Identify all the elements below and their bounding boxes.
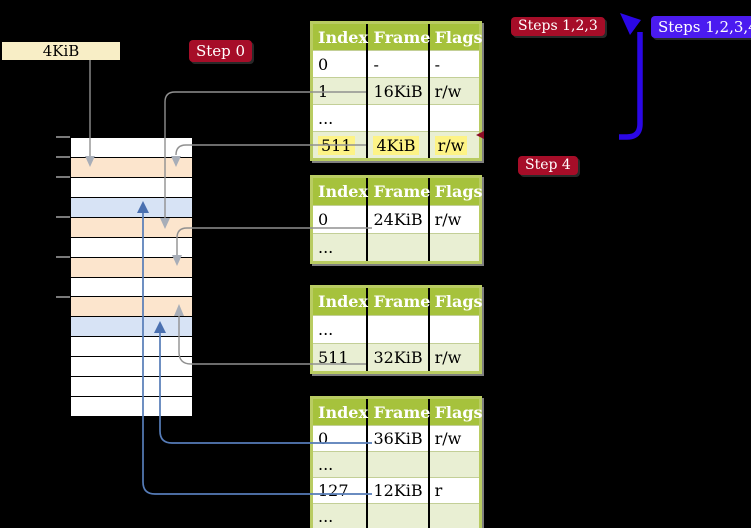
- memory-frame-row: [71, 138, 192, 158]
- table-cell: [367, 315, 430, 344]
- col-header-frame: Frame: [367, 176, 430, 206]
- table-cell: [428, 104, 481, 132]
- table-row: ...: [311, 233, 481, 263]
- table-cell: r: [428, 477, 481, 504]
- badge-step-0: Step 0: [189, 40, 253, 62]
- memory-frame-row: [71, 158, 192, 178]
- physical-memory-strip: [70, 137, 193, 418]
- col-header-flags: Flags: [428, 22, 483, 51]
- memory-frame-row: [71, 317, 192, 337]
- memory-frame-row: [71, 278, 192, 297]
- col-header-frame: Frame: [367, 286, 430, 316]
- recursive-loop-arrow: [619, 32, 643, 140]
- table-cell: 511: [311, 343, 369, 373]
- table-cell: 0: [311, 205, 369, 234]
- col-header-index: Index: [311, 286, 369, 316]
- table-row: 0 - -: [311, 50, 481, 78]
- col-header-flags: Flags: [428, 286, 483, 316]
- table-header-row: Index Frame Flags: [311, 22, 483, 51]
- table-cell: r/w: [428, 131, 481, 160]
- table-cell: r/w: [428, 205, 481, 234]
- page-table-level4: Index Frame Flags 0 - - 1 16KiB r/w ... …: [310, 21, 483, 161]
- memory-frame-row: [71, 337, 192, 357]
- table-row: 127 12KiB r: [311, 477, 481, 504]
- badge-steps-1234: Steps 1,2,3,4: [651, 16, 751, 38]
- table-cell: r/w: [428, 425, 481, 452]
- table-row: ...: [311, 104, 481, 132]
- table-cell: 0: [311, 50, 369, 78]
- table-cell: -: [428, 50, 481, 78]
- memory-frame-row: [71, 238, 192, 258]
- table-cell: ...: [311, 503, 369, 528]
- col-header-index: Index: [311, 397, 369, 426]
- table-cell: ...: [311, 233, 369, 263]
- table-cell: 24KiB: [367, 205, 430, 234]
- col-header-flags: Flags: [428, 176, 483, 206]
- table-cell: 16KiB: [367, 77, 430, 105]
- table-cell: [367, 451, 430, 478]
- col-header-frame: Frame: [367, 397, 430, 426]
- table-cell: ...: [311, 451, 369, 478]
- table-header-row: Index Frame Flags: [311, 176, 483, 206]
- table-cell: [428, 233, 481, 263]
- table-cell: 1: [311, 77, 369, 105]
- page-table-level3: Index Frame Flags 0 24KiB r/w ...: [310, 175, 483, 264]
- table-cell: -: [367, 50, 430, 78]
- table-cell: 32KiB: [367, 343, 430, 373]
- memory-frame-row: [71, 397, 192, 417]
- highlighted-value: 4KiB: [373, 135, 419, 155]
- table-row: 0 36KiB r/w: [311, 425, 481, 452]
- memory-frame-row: [71, 178, 192, 198]
- table-cell: 4KiB: [367, 131, 430, 160]
- recursive-loop-arrowhead-icon: [620, 13, 641, 35]
- table-cell: 0: [311, 425, 369, 452]
- table-cell: r/w: [428, 77, 481, 105]
- table-row: 0 24KiB r/w: [311, 205, 481, 234]
- highlighted-value: 511: [318, 135, 355, 155]
- page-table-level2: Index Frame Flags ... 511 32KiB r/w: [310, 285, 483, 374]
- col-header-index: Index: [311, 22, 369, 51]
- table-cell: 511: [311, 131, 369, 160]
- table-header-row: Index Frame Flags: [311, 397, 483, 426]
- table-row: 511 32KiB r/w: [311, 343, 481, 373]
- highlighted-value: r/w: [434, 135, 468, 155]
- memory-frame-row: [71, 218, 192, 238]
- frame-size-label: 4KiB: [2, 42, 120, 60]
- table-row: 1 16KiB r/w: [311, 77, 481, 105]
- col-header-index: Index: [311, 176, 369, 206]
- table-cell: [367, 233, 430, 263]
- table-header-row: Index Frame Flags: [311, 286, 483, 316]
- memory-frame-row: [71, 297, 192, 317]
- table-cell: 36KiB: [367, 425, 430, 452]
- table-row-recursive-entry: 511 4KiB r/w: [311, 131, 481, 160]
- col-header-flags: Flags: [428, 397, 483, 426]
- table-cell: [367, 503, 430, 528]
- table-cell: 12KiB: [367, 477, 430, 504]
- table-cell: [428, 451, 481, 478]
- table-cell: r/w: [428, 343, 481, 373]
- memory-frame-row: [71, 198, 192, 218]
- badge-step-4: Step 4: [518, 156, 578, 175]
- table-cell: ...: [311, 315, 369, 344]
- table-cell: [428, 315, 481, 344]
- memory-frame-row: [71, 377, 192, 397]
- memory-address-ticks: [56, 136, 70, 298]
- memory-frame-row: [71, 258, 192, 278]
- table-cell: [428, 503, 481, 528]
- col-header-frame: Frame: [367, 22, 430, 51]
- table-cell: [367, 104, 430, 132]
- page-table-level1: Index Frame Flags 0 36KiB r/w ... 127 12…: [310, 396, 483, 528]
- table-cell: ...: [311, 104, 369, 132]
- table-row: ...: [311, 315, 481, 344]
- table-cell: 127: [311, 477, 369, 504]
- table-row: ...: [311, 451, 481, 478]
- memory-frame-row: [71, 357, 192, 377]
- badge-steps-123: Steps 1,2,3: [511, 17, 605, 36]
- table-row: ...: [311, 503, 481, 528]
